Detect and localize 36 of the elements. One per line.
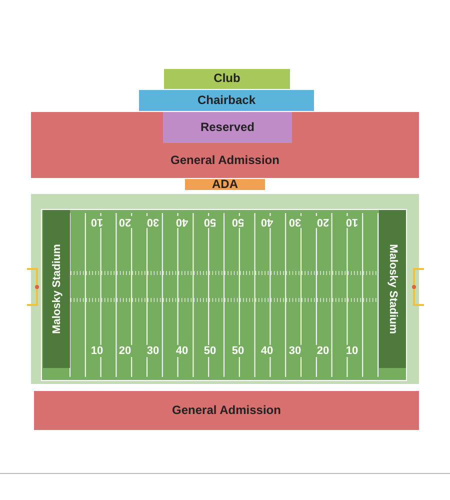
section-label: Reserved bbox=[199, 120, 256, 134]
yard-number: 40 bbox=[259, 345, 275, 357]
yard-number: 20 bbox=[315, 345, 331, 357]
yard-number: 10 bbox=[89, 216, 105, 228]
end-zone bbox=[379, 210, 406, 368]
section-label: Chairback bbox=[196, 93, 257, 107]
yard-number: 30 bbox=[145, 216, 161, 228]
yard-number: 30 bbox=[145, 345, 161, 357]
yard-number: 40 bbox=[174, 345, 190, 357]
section-label: General Admission bbox=[171, 403, 282, 417]
general-admission-section bbox=[34, 391, 419, 430]
end-zone bbox=[43, 210, 70, 368]
end-zone-label: Malosky Stadium bbox=[386, 244, 398, 334]
general-admission-section bbox=[31, 112, 419, 178]
section-label: Club bbox=[212, 71, 242, 85]
yard-number: 30 bbox=[287, 216, 303, 228]
yard-number: 30 bbox=[287, 345, 303, 357]
yard-number: 40 bbox=[174, 216, 190, 228]
yard-number: 20 bbox=[117, 345, 133, 357]
yard-number: 50 bbox=[202, 216, 218, 228]
yard-number: 10 bbox=[344, 345, 360, 357]
yard-number: 10 bbox=[89, 345, 105, 357]
section-label: ADA bbox=[211, 177, 239, 191]
yard-number: 10 bbox=[344, 216, 360, 228]
yard-number: 20 bbox=[315, 216, 331, 228]
yard-number: 50 bbox=[230, 345, 246, 357]
section-label: General Admission bbox=[170, 153, 280, 167]
ada-section bbox=[185, 179, 265, 190]
club-section bbox=[164, 69, 290, 89]
reserved-section bbox=[163, 112, 292, 143]
yard-number: 50 bbox=[230, 216, 246, 228]
yard-number: 40 bbox=[259, 216, 275, 228]
chairback-section bbox=[139, 90, 314, 111]
yard-number: 50 bbox=[202, 345, 218, 357]
end-zone-label: Malosky Stadium bbox=[50, 244, 62, 334]
yard-number: 20 bbox=[117, 216, 133, 228]
